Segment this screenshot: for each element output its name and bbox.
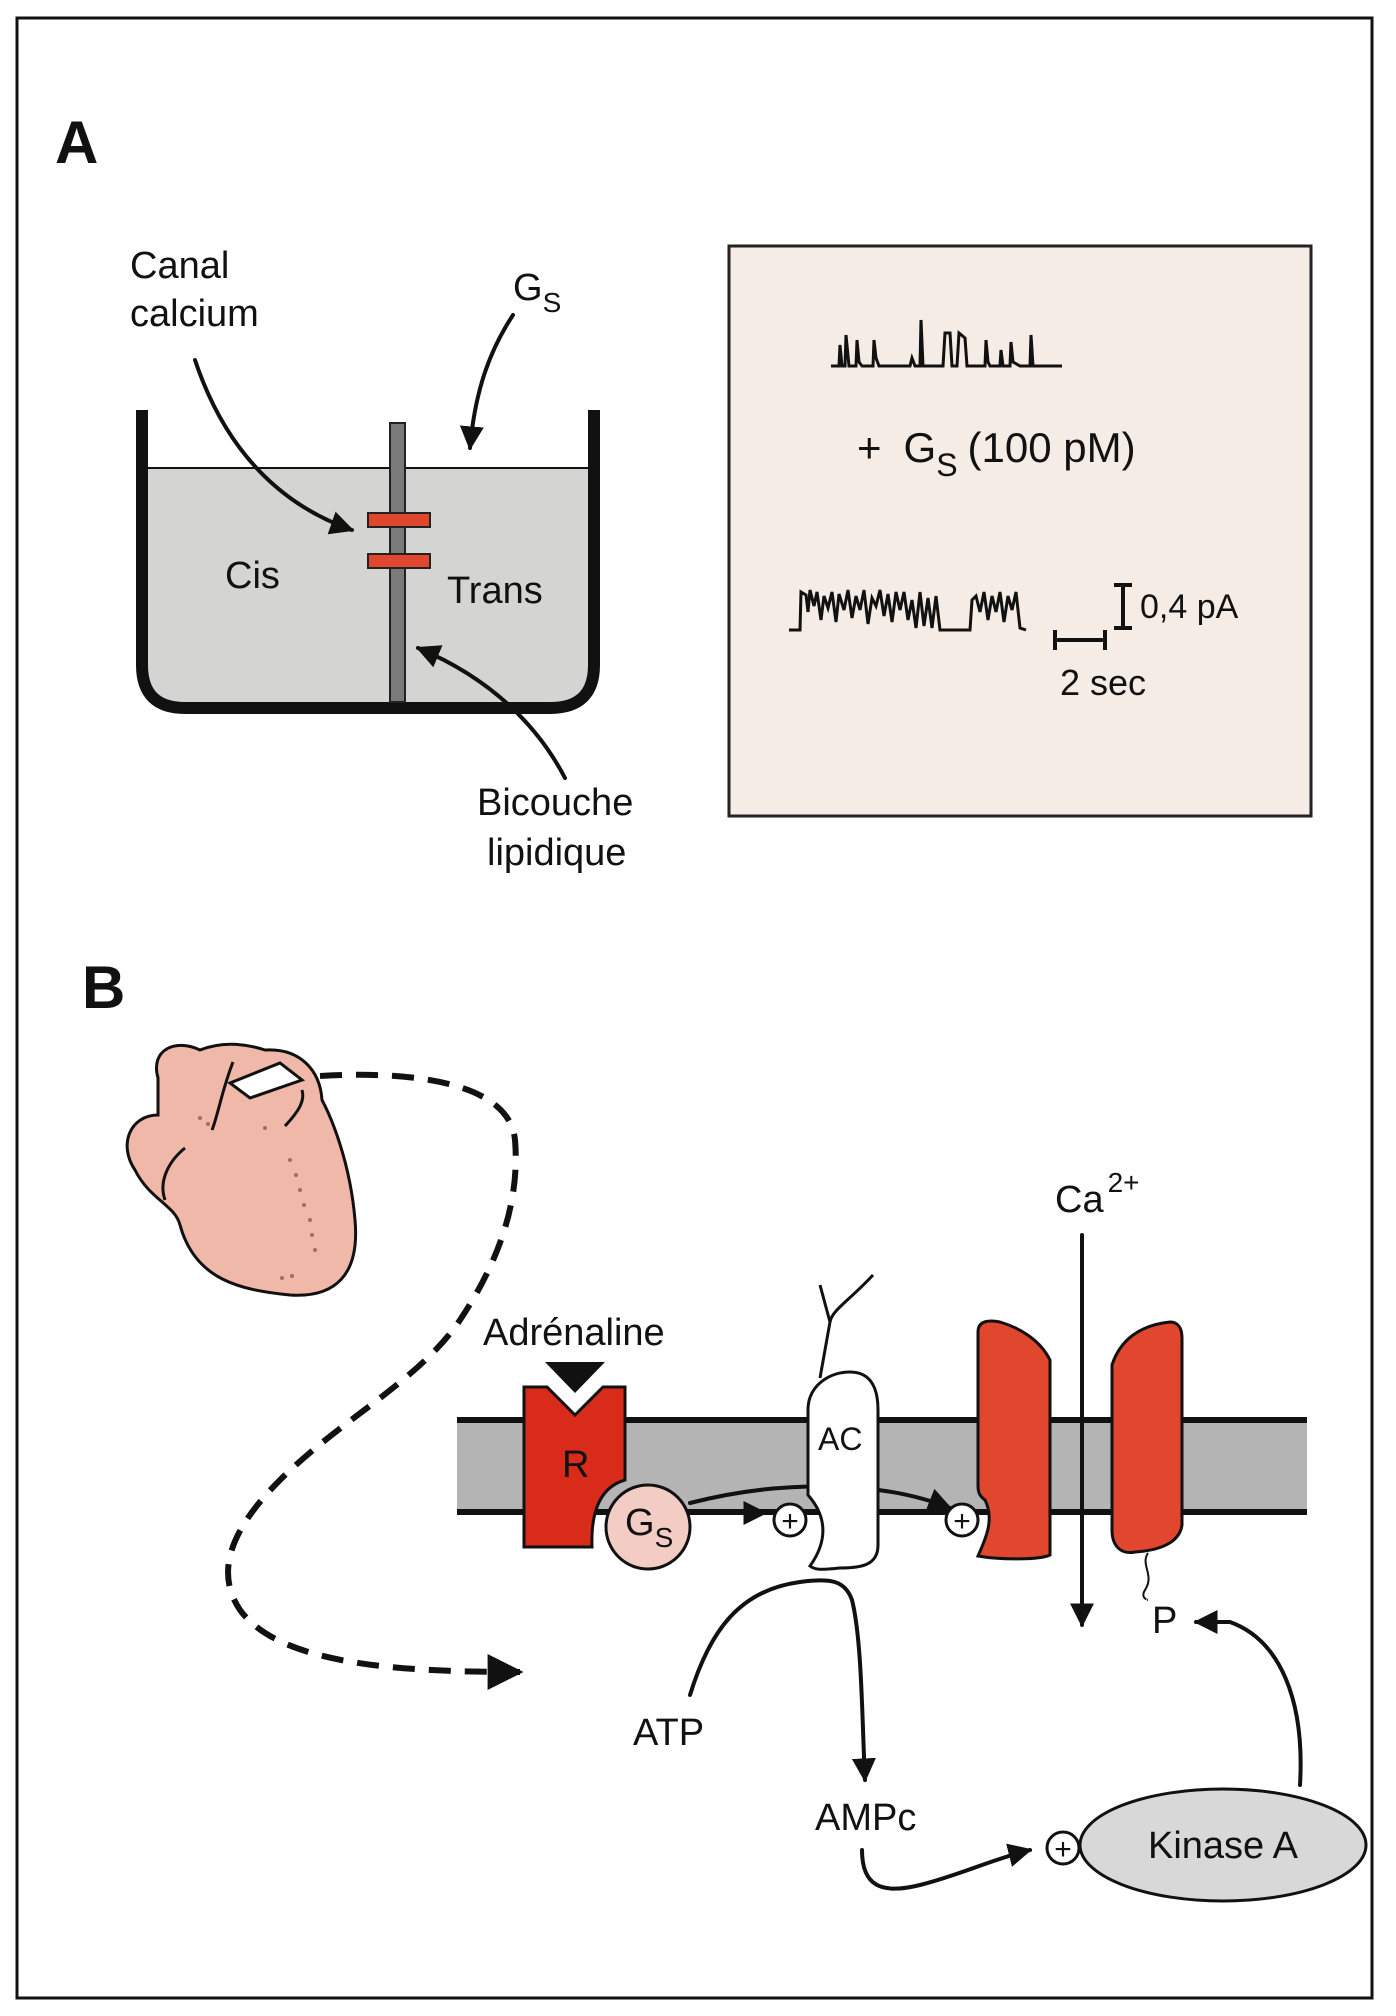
label-bicouche-2: lipidique — [487, 832, 626, 874]
label-canal-calcium-1: Canal — [130, 245, 229, 287]
kinase-label: Kinase A — [1148, 1825, 1299, 1867]
circulation-dashed-arrow — [225, 1071, 524, 1690]
chamber-liquid — [142, 468, 590, 702]
heart-illustration — [125, 1042, 358, 1297]
plus-kinase: + — [1045, 1830, 1081, 1866]
receptor: R — [522, 1385, 627, 1549]
recording-panel: +GS(100 pM) 0,4 pA 2 sec — [727, 244, 1313, 818]
bilayer-chamber — [136, 410, 600, 714]
svg-text:+: + — [953, 1505, 971, 1538]
panel-a-letter: A — [55, 109, 98, 176]
ac-label: AC — [818, 1421, 862, 1457]
scale-bar-current — [1114, 583, 1132, 630]
arrow-atp-to-ampc — [688, 1578, 876, 1783]
label-ampc: AMPc — [815, 1797, 916, 1839]
svg-text:+: + — [781, 1505, 799, 1538]
label-canal-calcium-2: calcium — [130, 293, 259, 335]
label-adrenaline: Adrénaline — [483, 1312, 665, 1354]
adrenaline-triangle — [545, 1362, 605, 1393]
channel-subunit-right — [1110, 1320, 1184, 1555]
adenylate-cyclase: AC — [806, 1273, 880, 1571]
arrow-gs-a — [459, 313, 515, 451]
trace-gs — [789, 589, 1027, 632]
arrow-canal — [193, 358, 355, 535]
arrow-bicouche — [415, 645, 567, 780]
label-cis: Cis — [225, 555, 280, 597]
scale-time-label: 2 sec — [1060, 662, 1146, 703]
scale-bar-time — [1053, 630, 1107, 650]
gs-protein: GS — [604, 1483, 692, 1571]
plus-channel: + — [944, 1502, 980, 1538]
label-trans: Trans — [447, 570, 543, 612]
trace-control — [831, 319, 1062, 368]
arrow-kinase-to-p — [1193, 1610, 1303, 1787]
calcium-channel — [975, 1319, 1184, 1601]
arrow-ampc-to-kinase — [860, 1843, 1033, 1891]
calcium-channel-bottom — [367, 553, 431, 569]
channel-subunit-left — [975, 1319, 1052, 1561]
gs-label: GS — [625, 1502, 673, 1553]
kinase-a: Kinase A — [1078, 1787, 1368, 1903]
recording-condition: +GS(100 pM) — [857, 424, 1136, 483]
label-bicouche-1: Bicouche — [477, 782, 633, 824]
label-gs-a: GS — [513, 267, 561, 318]
svg-text:+: + — [1054, 1833, 1072, 1866]
receptor-label: R — [562, 1444, 589, 1486]
scale-current-label: 0,4 pA — [1140, 588, 1239, 626]
heart-sample — [226, 1061, 306, 1100]
label-phosphate: P — [1152, 1600, 1177, 1642]
panel-b-letter: B — [82, 954, 125, 1021]
chamber-wall — [136, 410, 600, 714]
label-atp: ATP — [633, 1712, 704, 1754]
plus-ac: + — [772, 1502, 808, 1538]
calcium-channel-top — [367, 512, 431, 528]
